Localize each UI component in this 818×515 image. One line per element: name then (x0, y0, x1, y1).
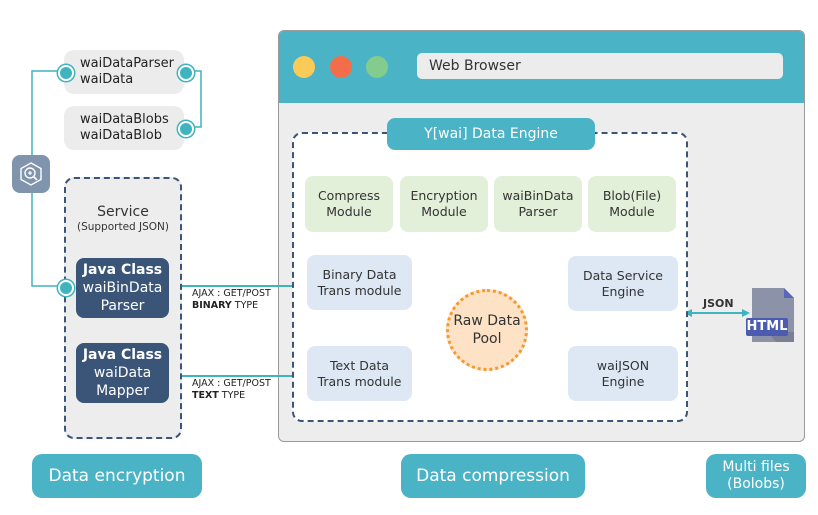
lib-name: waiData (80, 72, 134, 87)
connector-dot (178, 65, 194, 81)
bindata-parser-module: waiBinData Parser (494, 176, 582, 232)
ajax-method: AJAX : GET/POST (192, 378, 271, 389)
connector-dot (178, 121, 194, 137)
blob-file-module: Blob(File) Module (588, 176, 676, 232)
waijson-engine: waiJSON Engine (568, 346, 678, 401)
java-class-name: Parser (100, 298, 145, 314)
java-class-label: Java Class (82, 262, 163, 278)
module-label: Trans module (317, 373, 402, 389)
connector-dot (58, 280, 74, 296)
module-label: Parser (518, 204, 558, 219)
module-label: Module (421, 204, 467, 219)
module-label: Blob(File) (602, 188, 662, 203)
ajax-binary-label: AJAX : GET/POST BINARY TYPE (192, 288, 271, 312)
multi-files-line: (Bolobs) (727, 476, 785, 492)
data-compression-label: Data compression (401, 454, 585, 498)
multi-files-line: Multi files (722, 459, 790, 475)
engine-title: Y[wai] Data Engine (387, 118, 595, 150)
ajax-type: TEXT (192, 390, 219, 401)
service-subtitle: (Supported JSON) (76, 221, 170, 233)
lib-box-blobs: waiDataBlobs waiDataBlob (64, 106, 184, 150)
lib-name: waiDataParser (80, 56, 174, 71)
json-label: JSON (703, 297, 734, 310)
module-label: waiBinData (502, 188, 574, 203)
binary-trans-module: Binary Data Trans module (307, 255, 412, 310)
ajax-type: BINARY (192, 300, 232, 311)
encryption-module: Encryption Module (400, 176, 488, 232)
module-label: Engine (601, 373, 645, 389)
data-service-engine: Data Service Engine (568, 256, 678, 311)
connector-dot (58, 65, 74, 81)
compress-module: Compress Module (305, 176, 393, 232)
module-label: Binary Data (322, 266, 397, 282)
html-file-icon: HTML (746, 286, 796, 348)
java-class-name: waiData (93, 365, 152, 381)
ajax-type-suffix: TYPE (218, 390, 246, 401)
lib-name: waiDataBlob (80, 128, 162, 143)
java-class-label: Java Class (82, 347, 163, 363)
multi-files-label: Multi files (Bolobs) (706, 454, 806, 498)
module-label: Module (326, 204, 372, 219)
lib-name: waiDataBlobs (80, 112, 169, 127)
module-label: Engine (601, 283, 645, 299)
text-trans-module: Text Data Trans module (307, 346, 412, 401)
java-class-data-mapper: Java Class waiData Mapper (76, 343, 169, 403)
raw-data-pool: Raw Data Pool (446, 289, 528, 371)
module-label: Text Data (329, 357, 390, 373)
module-label: waiJSON (596, 357, 650, 373)
ajax-type-suffix: TYPE (231, 300, 259, 311)
search-cube-icon (12, 155, 50, 193)
module-label: Data Service (582, 267, 664, 283)
ajax-method: AJAX : GET/POST (192, 288, 271, 299)
module-label: Trans module (317, 282, 402, 298)
lib-box-parser: waiDataParser waiData (64, 50, 184, 94)
module-label: Compress (317, 188, 381, 203)
pool-label: Pool (472, 331, 502, 347)
module-label: Encryption (410, 188, 478, 203)
ajax-text-label: AJAX : GET/POST TEXT TYPE (192, 378, 271, 402)
java-class-name: Mapper (96, 383, 149, 399)
data-encryption-label: Data encryption (32, 454, 202, 498)
html-file-label: HTML (746, 319, 788, 334)
module-label: Module (609, 204, 655, 219)
pool-label: Raw Data (453, 313, 521, 329)
service-title: Service (97, 204, 149, 220)
java-class-name: waiBinData (82, 280, 163, 296)
java-class-bin-parser: Java Class waiBinData Parser (76, 258, 169, 318)
